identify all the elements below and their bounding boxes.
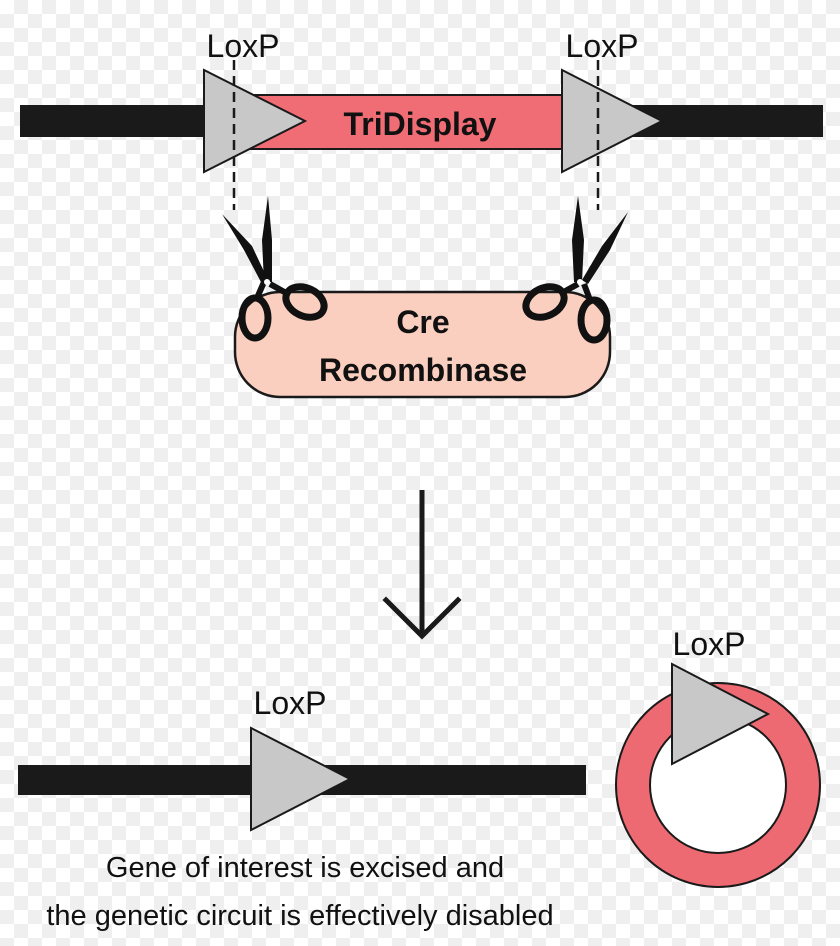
loxp-left-label: LoxP [207, 28, 280, 64]
tridisplay-label: TriDisplay [344, 106, 497, 142]
loxp-left-triangle-icon [203, 68, 308, 174]
cre-label: Cre [396, 304, 449, 340]
caption-line-1: Gene of interest is excised and [106, 852, 504, 884]
loxp-circle-label: LoxP [673, 626, 746, 662]
cre-recombinase: Cre Recombinase [233, 290, 612, 399]
down-arrow-icon [382, 490, 462, 640]
scissors-left-icon [222, 196, 328, 342]
loxp-linear-label: LoxP [254, 685, 327, 721]
loxp-remaining-triangle-icon [250, 726, 353, 832]
cre-recombinase-box [233, 290, 612, 399]
loxp-right-label: LoxP [566, 28, 639, 64]
caption-line-2: the genetic circuit is effectively disab… [46, 900, 553, 932]
loxp-circle-triangle-icon [671, 662, 771, 766]
recombinase-label: Recombinase [319, 352, 527, 388]
excised-circle: LoxP [615, 626, 821, 888]
loxp-right-triangle-icon [561, 68, 665, 174]
top-construct: TriDisplay LoxP LoxP [20, 28, 823, 210]
result-linear-dna: LoxP [18, 685, 586, 832]
scissors-right-icon [522, 196, 628, 344]
